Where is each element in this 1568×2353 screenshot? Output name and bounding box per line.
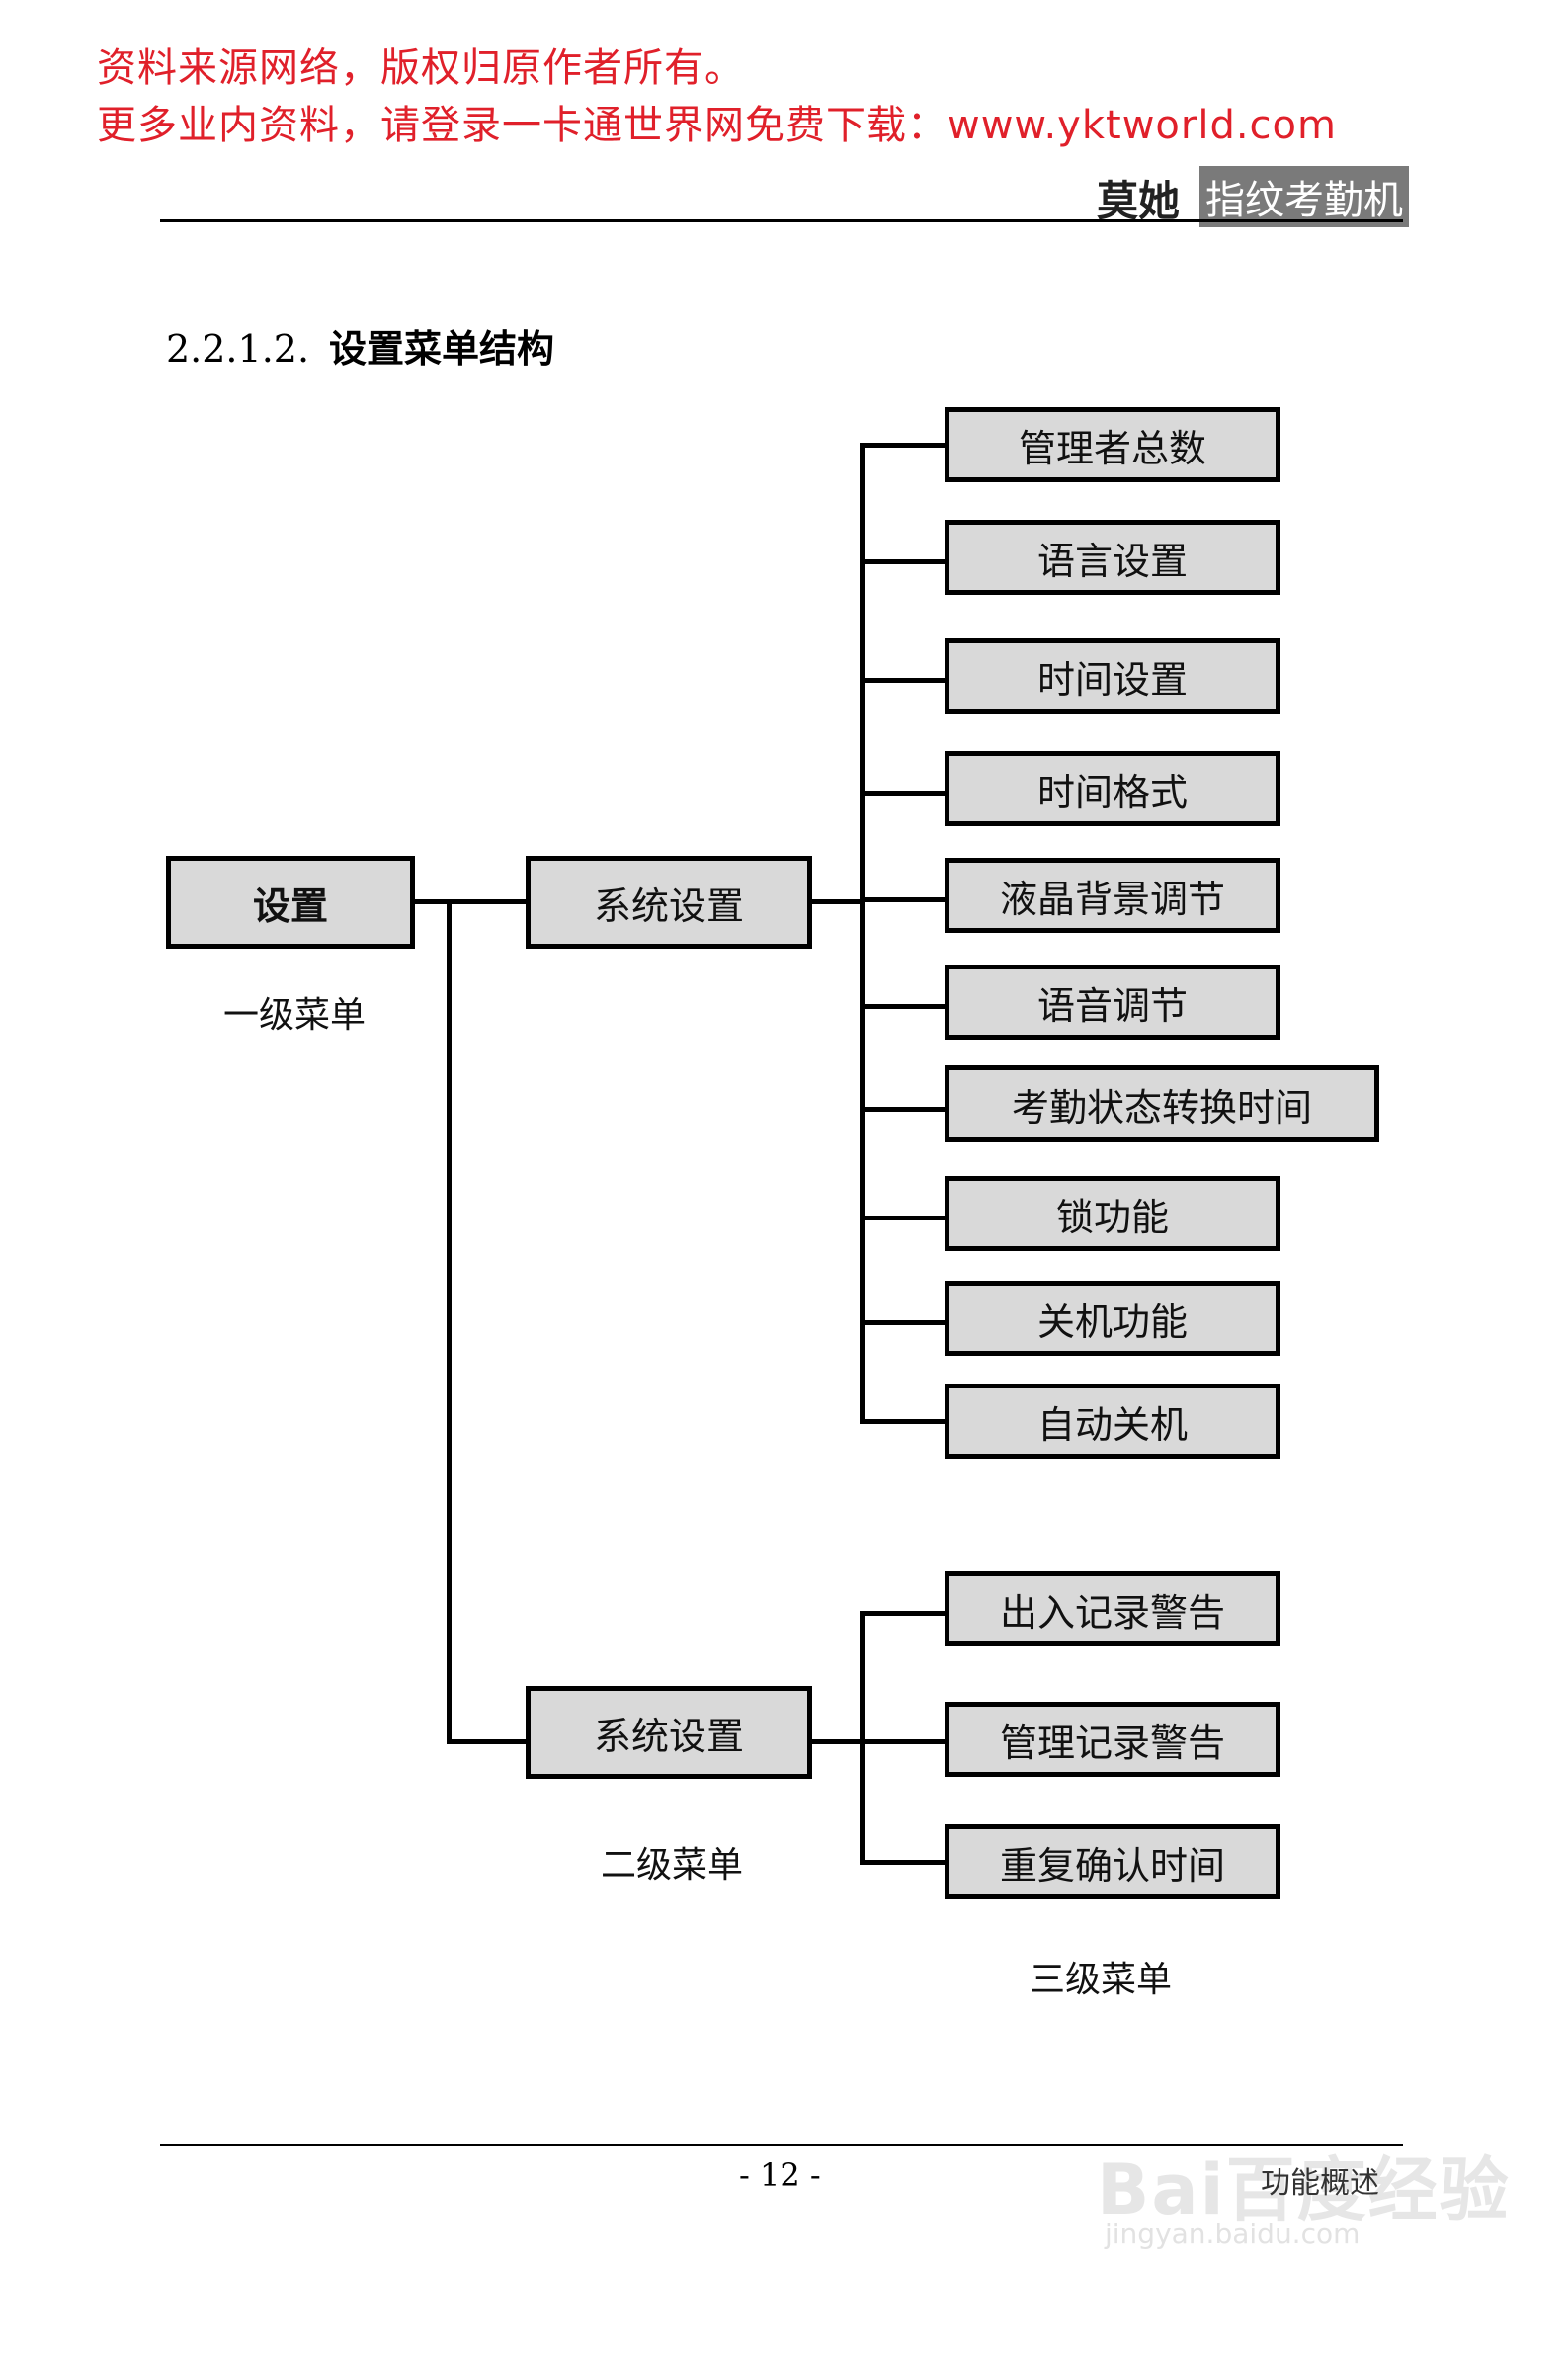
connector: [860, 1320, 947, 1325]
menu-level3-item: 重复确认时间: [945, 1824, 1280, 1899]
menu-level3-item: 时间格式: [945, 751, 1280, 826]
menu-level2-system-settings: 系统设置: [526, 856, 812, 949]
menu-level3-item: 液晶背景调节: [945, 858, 1280, 933]
header-rule: [160, 219, 1403, 222]
menu-level3-item: 管理记录警告: [945, 1702, 1280, 1777]
menu-level3-item: 锁功能: [945, 1176, 1280, 1251]
connector: [860, 443, 865, 1423]
connector: [810, 899, 864, 904]
caption-level1: 一级菜单: [223, 995, 367, 1036]
menu-level3-item: 关机功能: [945, 1281, 1280, 1356]
caption-level2: 二级菜单: [601, 1845, 744, 1886]
menu-level3-item: 语言设置: [945, 520, 1280, 595]
menu-level2-system-settings: 系统设置: [526, 1686, 812, 1779]
caption-level3: 三级菜单: [1030, 1960, 1173, 2000]
footer-rule: [160, 2144, 1403, 2146]
connector: [413, 899, 529, 904]
header-logo: 莫她: [1097, 177, 1181, 225]
menu-level3-item: 出入记录警告: [945, 1571, 1280, 1646]
connector: [447, 899, 452, 1744]
watermark-url: jingyan.baidu.com: [1105, 2218, 1361, 2250]
footer-section-name: 功能概述: [1261, 2166, 1379, 2201]
page-number: - 12 -: [739, 2156, 821, 2194]
connector: [860, 1004, 947, 1009]
connector: [860, 1739, 947, 1744]
connector: [860, 1860, 947, 1865]
menu-level3-item: 考勤状态转换时间: [945, 1065, 1379, 1142]
header-tag: 指纹考勤机: [1199, 166, 1409, 227]
connector: [447, 1739, 529, 1744]
connector: [860, 1107, 947, 1112]
section-title: 设置菜单结构: [329, 327, 555, 371]
connector: [860, 1611, 947, 1616]
connector: [860, 897, 947, 902]
menu-level3-item: 语音调节: [945, 965, 1280, 1040]
section-number: 2.2.1.2.: [166, 327, 310, 371]
connector: [860, 559, 947, 564]
watermark-brand: Bai百度经验: [1097, 2149, 1511, 2230]
banner-line-1: 资料来源网络，版权归原作者所有。: [97, 45, 745, 91]
banner-line-2: 更多业内资料，请登录一卡通世界网免费下载：www.yktworld.com: [97, 103, 1337, 148]
connector: [860, 443, 947, 448]
connector: [810, 1739, 864, 1744]
connector: [860, 1611, 865, 1864]
connector: [860, 1216, 947, 1220]
connector: [860, 678, 947, 683]
menu-level3-item: 管理者总数: [945, 407, 1280, 482]
menu-level3-item: 自动关机: [945, 1384, 1280, 1459]
menu-level1-settings: 设置: [166, 856, 415, 949]
menu-level3-item: 时间设置: [945, 638, 1280, 714]
connector: [860, 791, 947, 796]
section-heading: 2.2.1.2. 设置菜单结构: [166, 318, 554, 373]
connector: [860, 1419, 947, 1424]
